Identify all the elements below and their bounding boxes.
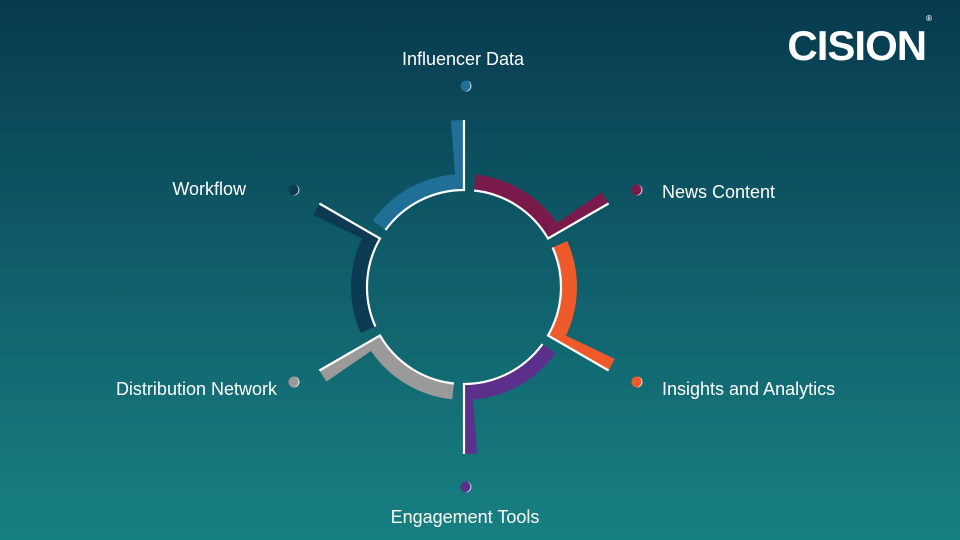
dot-distribution-network xyxy=(288,376,300,388)
dot-shine-news-content xyxy=(635,184,643,196)
dot-engagement-tools xyxy=(460,481,472,493)
cycle-dots xyxy=(288,80,643,493)
segment-highlight-insights-and-analytics xyxy=(546,247,610,372)
dot-shine-influencer-data xyxy=(464,80,472,92)
segment-highlight-engagement-tools xyxy=(462,343,544,454)
label-distribution-network: Distribution Network xyxy=(116,379,278,399)
label-workflow: Workflow xyxy=(172,179,247,199)
cycle-arcs xyxy=(313,120,615,454)
segment-workflow xyxy=(313,203,380,333)
label-engagement-tools: Engagement Tools xyxy=(391,507,540,527)
dot-news-content xyxy=(631,184,643,196)
segment-highlight-news-content xyxy=(473,189,610,241)
segment-highlight-influencer-data xyxy=(384,120,466,231)
segment-highlight-distribution-network xyxy=(318,333,455,385)
dot-shine-workflow xyxy=(292,184,300,196)
registered-mark: ® xyxy=(926,14,932,23)
segment-influencer-data xyxy=(372,120,464,230)
logo-text: CISION xyxy=(787,22,927,69)
dot-workflow xyxy=(288,184,300,196)
dot-shine-engagement-tools xyxy=(464,481,472,493)
label-insights-and-analytics: Insights and Analytics xyxy=(662,379,835,399)
dot-insights-and-analytics xyxy=(631,376,643,388)
label-news-content: News Content xyxy=(662,182,775,202)
segment-engagement-tools xyxy=(464,344,556,454)
segment-insights-and-analytics xyxy=(548,241,615,371)
segment-highlight-workflow xyxy=(318,202,382,327)
cycle-labels: Influencer Data News Content Insights an… xyxy=(116,49,835,527)
dot-influencer-data xyxy=(460,80,472,92)
dot-shine-distribution-network xyxy=(292,376,300,388)
dot-shine-insights-and-analytics xyxy=(635,376,643,388)
label-influencer-data: Influencer Data xyxy=(402,49,525,69)
cision-logo: CISION® xyxy=(787,14,932,70)
